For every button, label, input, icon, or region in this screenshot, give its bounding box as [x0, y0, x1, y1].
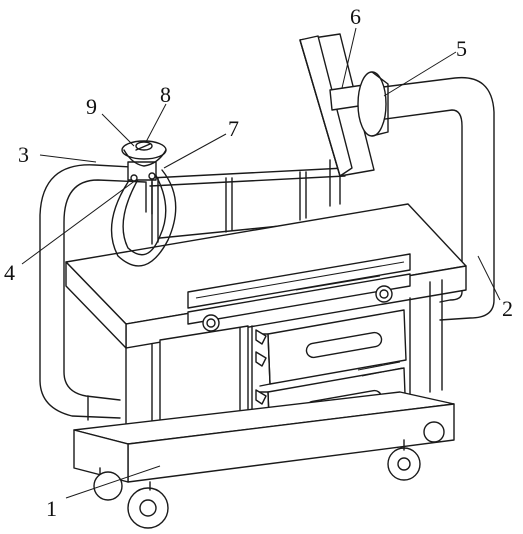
callout-3: 3	[18, 142, 29, 167]
callout-5: 5	[456, 36, 467, 61]
right-tube-frame	[374, 76, 495, 321]
callout-6: 6	[350, 4, 361, 29]
callout-1: 1	[46, 496, 57, 521]
monitor-hinge	[357, 71, 389, 137]
slide-rail	[187, 253, 411, 332]
callout-labels: 1 2 3 4 5 6 7 8 9	[4, 4, 513, 521]
callout-7: 7	[228, 116, 239, 141]
leader-2	[477, 255, 501, 301]
leader-4	[21, 179, 137, 265]
leader-3	[39, 154, 97, 163]
base-frame	[73, 391, 455, 483]
leader-6	[341, 27, 357, 89]
callout-2: 2	[502, 296, 513, 321]
leader-lines	[21, 27, 501, 499]
leader-9	[101, 113, 135, 147]
casters	[93, 421, 445, 529]
leader-7	[163, 133, 227, 169]
leader-5	[383, 51, 457, 97]
callout-8: 8	[160, 82, 171, 107]
leader-8	[145, 103, 167, 143]
callout-9: 9	[86, 94, 97, 119]
callout-4: 4	[4, 260, 15, 285]
left-tube-frame	[39, 164, 151, 421]
leader-1	[65, 465, 161, 499]
